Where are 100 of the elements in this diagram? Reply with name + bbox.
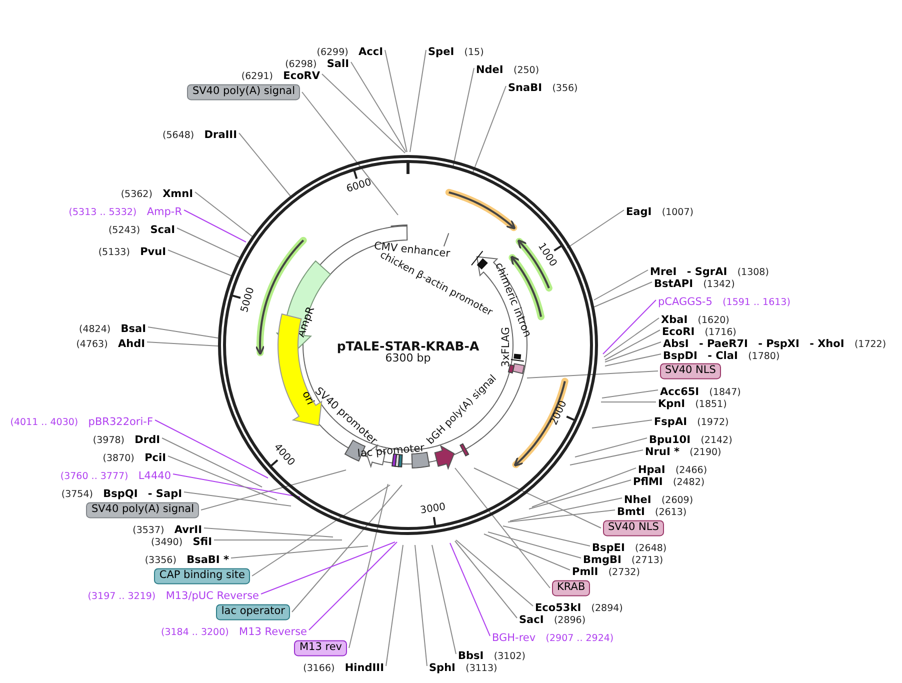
enzyme-name: AbsI (663, 338, 689, 350)
position-label: (5362) (120, 189, 152, 200)
leader-line (414, 544, 428, 666)
enzyme-name: HpaI (638, 464, 666, 476)
leader-line (168, 456, 278, 500)
position-label: (1972) (697, 417, 729, 428)
enzyme-name: SfiI (192, 536, 212, 548)
leader-line (604, 354, 662, 366)
enzyme-name: - ClaI (708, 350, 738, 362)
leader-line (484, 534, 570, 570)
tick-label: 3000 (419, 502, 446, 516)
position-label: (2907 .. 2924) (546, 633, 614, 644)
leader-line (532, 468, 636, 508)
position-label: (2482) (673, 477, 705, 488)
leader-line (200, 470, 346, 510)
feature-label: KRAB (552, 580, 590, 596)
leader-line (528, 480, 632, 510)
enzyme-name: DrdI (134, 434, 160, 446)
leader-line (302, 92, 398, 216)
position-label: (1342) (703, 279, 735, 290)
position-label: (2466) (675, 465, 708, 476)
enzyme-name: EagI (626, 206, 652, 218)
leader-line (168, 250, 232, 276)
leader-line (348, 484, 388, 648)
primer-name: M13/pUC Reverse (166, 590, 259, 602)
leader-line (574, 438, 648, 458)
leader-line (204, 528, 334, 538)
leader-line (454, 468, 550, 588)
enzyme-name: MreI (650, 266, 677, 278)
position-label: (3870) (102, 453, 134, 464)
enzyme-name: BmgBI (583, 554, 622, 566)
enzyme-name: XbaI (661, 314, 688, 326)
enzyme-name: BbsI (458, 650, 484, 662)
enzyme-name: BmtI (617, 506, 645, 518)
position-label: (3537) (132, 525, 164, 536)
position-label: (6299) (316, 47, 348, 58)
position-label: (1620) (698, 315, 730, 326)
enzyme-name: AccI (358, 46, 383, 58)
enzyme-name: XmnI (162, 188, 193, 200)
primer-name: M13 Reverse (239, 626, 307, 638)
enzyme-name: PvuI (140, 246, 166, 258)
position-label: (3760 .. 3777) (60, 471, 128, 482)
leader-line (146, 342, 218, 346)
leader-line (604, 342, 662, 362)
enzyme-name: KpnI (658, 398, 686, 410)
position-label: (2896) (554, 615, 586, 626)
enzyme-name: EcoRV (283, 70, 320, 82)
leader-line (194, 192, 254, 238)
feature-label: SV40 poly(A) signal (86, 502, 199, 518)
position-label: (1851) (695, 399, 727, 410)
tick-label: 5000 (239, 286, 257, 314)
enzyme-name: BstAPI (654, 278, 694, 290)
enzyme-name: DraIII (204, 129, 237, 142)
feature-name: 3xFLAG (500, 326, 512, 368)
enzyme-name: EcoRI (662, 326, 695, 338)
enzyme-name: SacI (519, 614, 544, 626)
enzyme-name: SpeI (428, 46, 454, 58)
position-label: (4763) (76, 339, 108, 350)
leader-line (488, 532, 582, 558)
position-label: (2613) (655, 507, 687, 518)
enzyme-name: AvrII (174, 524, 202, 536)
feature-label: AmpR (294, 305, 317, 339)
leader-line (292, 484, 402, 612)
position-label: (3197 .. 3219) (88, 591, 156, 602)
plasmid-size: 6300 bp (385, 352, 431, 364)
enzyme-name: Acc65I (660, 386, 700, 398)
enzyme-name: PmlI (572, 566, 598, 578)
enzyme-name: FspAI (654, 416, 687, 428)
enzyme-name: - SgrAI (686, 266, 728, 278)
leader-line (508, 510, 616, 522)
leader-line (472, 86, 506, 172)
leader-line (450, 542, 490, 636)
position-label: (4824) (78, 324, 111, 336)
position-label: (3166) (303, 663, 335, 674)
leader-line (184, 210, 246, 242)
position-label: (3113) (466, 663, 498, 674)
primer-name: BGH-rev (492, 632, 536, 644)
position-label: (250) (514, 65, 540, 76)
position-label: (2142) (700, 435, 732, 446)
leader-line (604, 318, 660, 358)
enzyme-name: AhdI (118, 338, 145, 350)
leader-line (162, 438, 262, 488)
position-label: (3754) (61, 489, 93, 500)
leader-line (350, 62, 406, 152)
enzyme-name: - XhoI (810, 338, 844, 350)
leader-line (322, 74, 406, 154)
enzyme-name: NruI * (645, 446, 680, 458)
leader-line (384, 50, 408, 152)
leader-line (184, 492, 292, 506)
leader-line (172, 474, 300, 498)
leader-line (592, 420, 652, 428)
enzyme-name: NheI (624, 494, 652, 506)
leader-line (452, 68, 474, 168)
primer-name: L4440 (138, 470, 171, 482)
leader-line (510, 498, 622, 522)
feature-label: ori (300, 389, 316, 407)
leader-line (604, 330, 660, 360)
position-label: (1722) (854, 339, 886, 350)
leader-line (474, 468, 602, 528)
enzyme-name: BspEI (592, 542, 625, 554)
